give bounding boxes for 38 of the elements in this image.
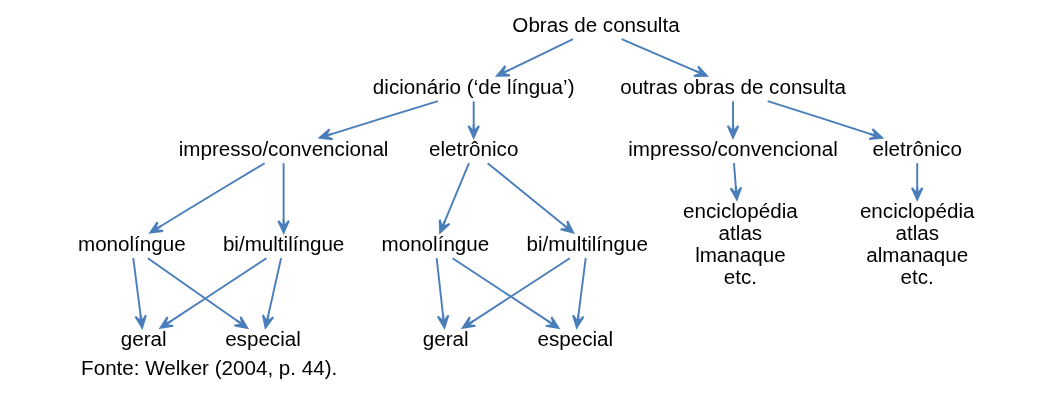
- arrow: [146, 257, 248, 329]
- node-text: eletrônico: [428, 136, 518, 160]
- node-text: outras obras de consulta: [619, 74, 846, 98]
- arrow: [726, 100, 739, 139]
- arrow: [451, 257, 559, 329]
- node-text: especial: [224, 326, 301, 350]
- arrow: [159, 257, 267, 329]
- node-text: monolíngue: [381, 231, 489, 255]
- arrow: [729, 162, 742, 201]
- arrow: [486, 162, 574, 234]
- node-text: enciclopédia atlas lmanaque etc.: [682, 198, 798, 289]
- node-text: bi/multilíngue: [222, 231, 344, 255]
- node-text: geral: [422, 326, 469, 350]
- node-text: bi/multilíngue: [525, 231, 648, 255]
- node-text: Obras de consulta: [511, 13, 680, 37]
- arrow: [276, 162, 290, 234]
- arrow: [461, 257, 571, 329]
- node-text: impresso/convencional: [627, 136, 838, 160]
- arrow: [571, 257, 587, 329]
- arrow: [495, 38, 574, 77]
- node-text: eletrônico: [872, 136, 962, 160]
- arrow: [910, 162, 923, 201]
- node-text: impresso/convencional: [178, 136, 388, 160]
- node-text: enciclopédia atlas almanaque etc.: [859, 198, 975, 289]
- arrow: [261, 257, 282, 329]
- node-text: dicionário (‘de língua’): [372, 74, 575, 98]
- arrow: [131, 257, 147, 329]
- arrow: [620, 38, 708, 77]
- arrow: [435, 257, 449, 329]
- arrow: [466, 100, 480, 139]
- arrow: [766, 100, 883, 141]
- node-text: monolíngue: [77, 231, 186, 255]
- arrow: [318, 100, 439, 141]
- caption: Fonte: Welker (2004, p. 44).: [80, 356, 337, 380]
- arrow: [148, 162, 266, 234]
- arrow: [438, 162, 470, 234]
- node-text: especial: [537, 326, 613, 350]
- node-text: geral: [120, 326, 167, 350]
